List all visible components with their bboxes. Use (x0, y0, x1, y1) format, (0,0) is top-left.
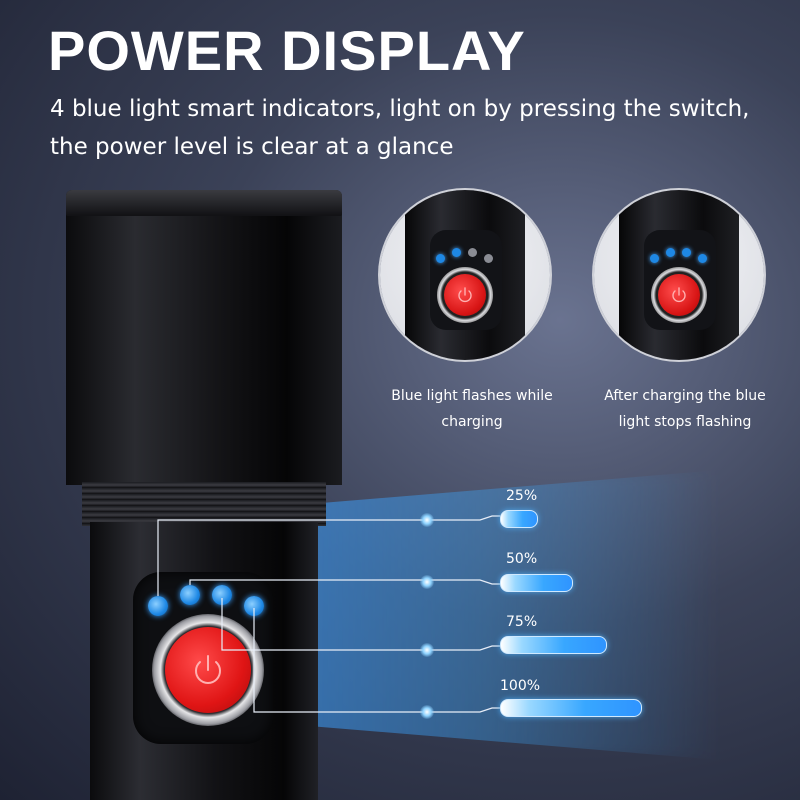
inset-indicator-dot (698, 254, 707, 263)
power-icon (195, 655, 221, 684)
beam-glow-4 (420, 705, 434, 719)
beam-glow-1 (420, 513, 434, 527)
indicator-dot-3 (212, 585, 232, 605)
caption-line: After charging the blue (604, 388, 766, 404)
level-bar-100 (500, 699, 642, 717)
flashlight-neck (82, 482, 326, 526)
indicator-dot-4 (244, 596, 264, 616)
inset-indicator-dot (650, 254, 659, 263)
inset-indicator-dot (682, 248, 691, 257)
inset-indicator-dot (468, 248, 477, 257)
inset-caption-charging: Blue light flashes while charging (372, 383, 572, 435)
inset-indicator-dot (436, 254, 445, 263)
level-label-100: 100% (500, 678, 541, 694)
level-bar-25 (500, 510, 538, 528)
inset-charged (594, 190, 764, 360)
level-bar-75 (500, 636, 607, 654)
beam-glow-3 (420, 643, 434, 657)
level-label-50: 50% (506, 551, 538, 567)
page-subtitle: 4 blue light smart indicators, light on … (50, 96, 750, 160)
indicator-dot-1 (148, 596, 168, 616)
flashlight-rim (66, 190, 342, 216)
level-label-25: 25% (506, 488, 538, 504)
page-title: POWER DISPLAY (48, 19, 526, 82)
power-icon (458, 287, 472, 303)
caption-line: charging (441, 414, 503, 430)
inset-indicator-dot (452, 248, 461, 257)
power-icon (672, 287, 686, 303)
level-label-75: 75% (506, 614, 538, 630)
inset-indicator-dot (666, 248, 675, 257)
caption-line: light stops flashing (618, 414, 752, 430)
inset-indicator-dot (484, 254, 493, 263)
indicator-dot-2 (180, 585, 200, 605)
level-bar-50 (500, 574, 573, 592)
flashlight-head (66, 190, 342, 485)
inset-caption-charged: After charging the blue light stops flas… (585, 383, 785, 435)
beam-glow-2 (420, 575, 434, 589)
caption-line: Blue light flashes while (391, 388, 553, 404)
inset-charging (380, 190, 550, 360)
